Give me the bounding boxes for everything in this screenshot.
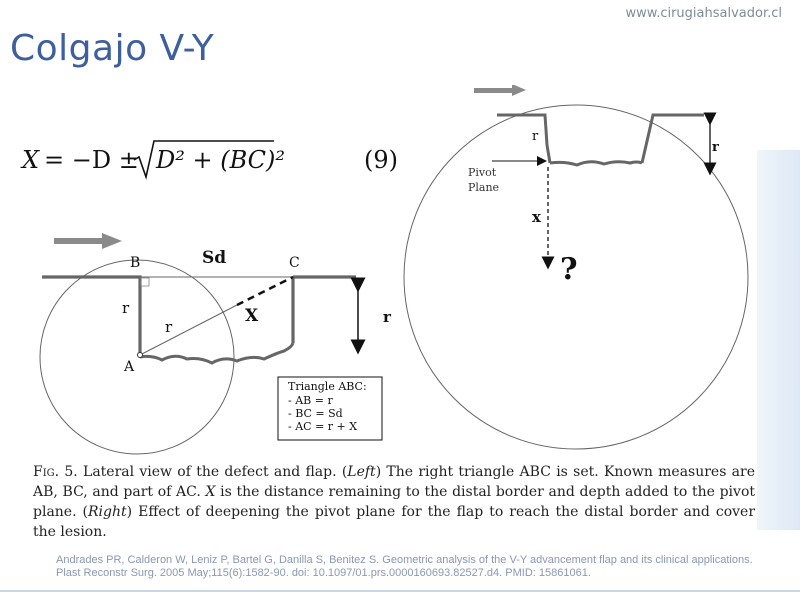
triangle-legend-title: Triangle ABC: xyxy=(288,380,367,393)
line-radius-a xyxy=(139,304,238,356)
caption-right-word: Right xyxy=(88,504,127,520)
label-a: A xyxy=(123,359,135,375)
right-angle-marker xyxy=(140,277,150,287)
label-pivot-line2: Plane xyxy=(468,181,499,194)
reference-citation: Andrades PR, Calderon W, Leniz P, Bartel… xyxy=(56,554,753,579)
equation-radicand: D² + (BC)² xyxy=(155,146,285,174)
point-a xyxy=(137,352,143,358)
caption-fig-label: Fig. 5. xyxy=(33,464,78,480)
caption-x-variable: X xyxy=(205,484,216,500)
slide-title: Colgajo V-Y xyxy=(10,28,215,69)
caption-text-2: ) The right triangle ABC is set. Known m… xyxy=(33,464,756,500)
triangle-legend-line-ab: - AB = r xyxy=(288,394,333,407)
label-sd: Sd xyxy=(202,248,226,268)
left-defect-floor xyxy=(139,342,295,365)
equation-rhs-prefix: = −D ± xyxy=(44,146,139,174)
label-pivot-line1: Pivot xyxy=(468,166,497,179)
equation-number: (9) xyxy=(364,146,398,174)
equation-lhs: X xyxy=(20,146,40,174)
label-r-small: r xyxy=(532,129,539,144)
caption-text-4: ) Effect of deepening the pivot plane fo… xyxy=(33,504,756,540)
left-surface-line xyxy=(42,275,142,357)
label-r-big: r xyxy=(712,140,719,155)
equation: X = −D ± D² + (BC)² (9) xyxy=(20,140,398,180)
left-diagram: B C A Sd r r X r Triangle ABC: - AB = r … xyxy=(39,233,392,455)
label-r-depth: r xyxy=(383,308,392,326)
bottom-divider xyxy=(0,590,800,592)
triangle-legend-box: Triangle ABC: - AB = r - BC = Sd - AC = … xyxy=(277,376,383,441)
website-url: www.cirugiahsalvador.cl xyxy=(625,6,782,21)
flap-diagram: X = −D ± D² + (BC)² (9) xyxy=(20,85,749,455)
right-circle xyxy=(403,104,749,450)
label-b: B xyxy=(130,255,140,271)
figure-panel: X = −D ± D² + (BC)² (9) xyxy=(12,85,757,540)
line-x-dashed xyxy=(236,275,294,307)
caption-left-word: Left xyxy=(347,464,376,480)
equation-radical-sign xyxy=(133,140,274,180)
label-x-depth: x xyxy=(532,208,542,226)
right-defect-wall-right xyxy=(640,113,704,164)
label-r-diagonal: r xyxy=(165,318,173,336)
label-r-side: r xyxy=(122,299,130,317)
right-direction-arrow xyxy=(474,85,526,96)
right-diagram: r r Pivot Plane x ? xyxy=(403,85,749,450)
label-question-mark: ? xyxy=(560,252,578,287)
triangle-legend-line-ac: - AC = r + X xyxy=(288,420,357,433)
left-circle xyxy=(39,259,235,455)
right-defect-wall-left xyxy=(497,113,552,164)
caption-text-3: is the distance remaining to the distal … xyxy=(33,484,755,520)
caption-text-1: Lateral view of the defect and flap. ( xyxy=(83,464,348,480)
left-direction-arrow xyxy=(54,233,122,249)
label-c: C xyxy=(289,255,300,271)
figure-caption: Fig. 5. Lateral view of the defect and f… xyxy=(33,462,755,542)
label-x: X xyxy=(245,306,259,326)
triangle-legend-line-bc: - BC = Sd xyxy=(288,407,343,420)
right-defect-floor xyxy=(549,160,643,167)
